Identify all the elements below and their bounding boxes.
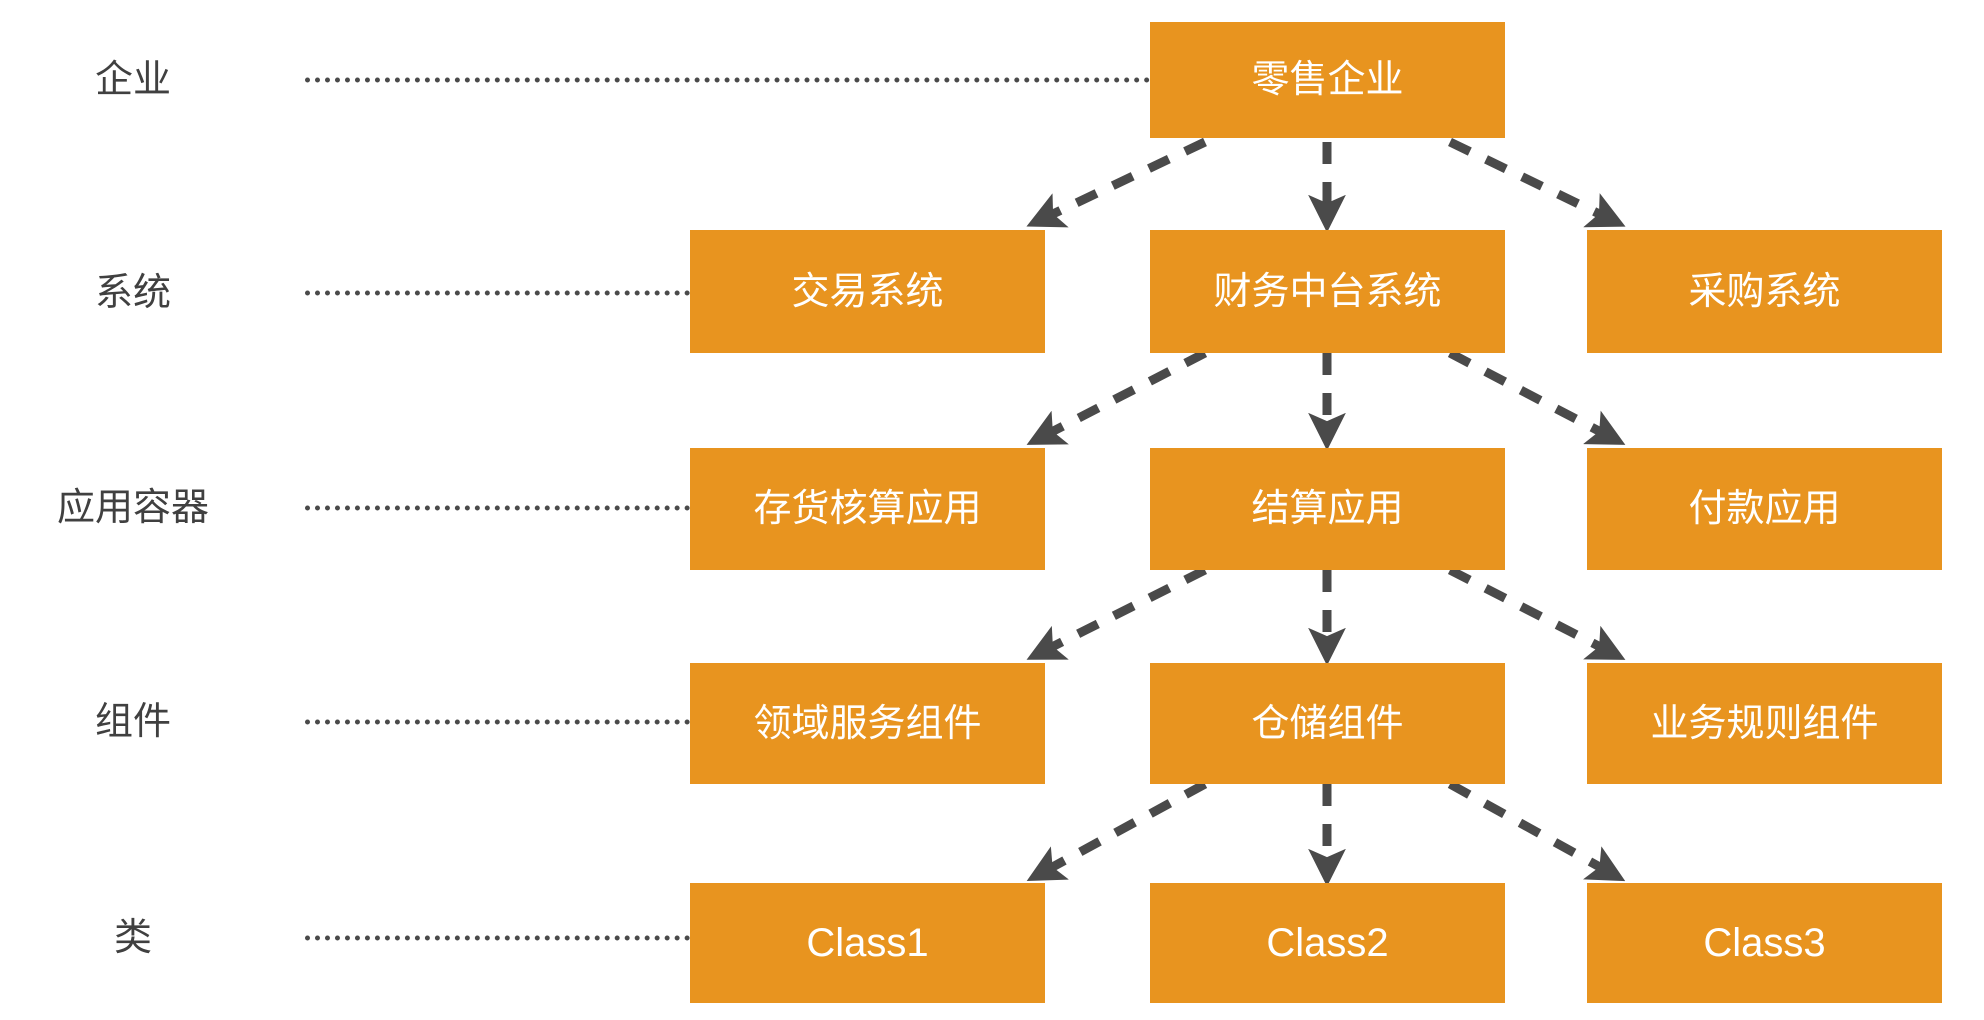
connector-retail-enterprise-to-transaction-system xyxy=(1026,137,1207,228)
node-class-2[interactable]: Class2 xyxy=(1150,883,1505,1003)
connector-settlement-app-to-domain-service-component xyxy=(1026,565,1208,660)
guide-line-system xyxy=(305,290,690,296)
node-label: 付款应用 xyxy=(1688,488,1841,530)
node-label: 交易系统 xyxy=(791,270,944,313)
row-label-application-container: 应用容器 xyxy=(56,487,210,529)
node-label: 采购系统 xyxy=(1688,270,1841,313)
row-label-class: 类 xyxy=(113,917,153,959)
row-label-system: 系统 xyxy=(94,272,172,314)
node-finance-midend-system[interactable]: 财务中台系统 xyxy=(1150,230,1505,353)
connector-finance-midend-system-to-inventory-accounting-app xyxy=(1026,348,1208,445)
node-label: Class3 xyxy=(1703,921,1826,965)
row-label-component: 组件 xyxy=(94,701,172,743)
node-repository-component[interactable]: 仓储组件 xyxy=(1150,663,1505,784)
node-settlement-app[interactable]: 结算应用 xyxy=(1150,448,1505,570)
node-label: 结算应用 xyxy=(1251,488,1404,530)
node-class-3[interactable]: Class3 xyxy=(1587,883,1942,1003)
node-label: 业务规则组件 xyxy=(1650,702,1879,745)
node-inventory-accounting-app[interactable]: 存货核算应用 xyxy=(690,448,1045,570)
node-retail-enterprise[interactable]: 零售企业 xyxy=(1150,22,1505,138)
node-payment-app[interactable]: 付款应用 xyxy=(1587,448,1942,570)
connector-finance-midend-system-to-payment-app xyxy=(1447,349,1626,445)
connector-retail-enterprise-to-procurement-system xyxy=(1448,137,1626,228)
node-procurement-system[interactable]: 采购系统 xyxy=(1587,230,1942,353)
connector-repository-component-to-class-1 xyxy=(1026,780,1208,882)
node-label: Class2 xyxy=(1266,921,1389,965)
node-label: 零售企业 xyxy=(1251,59,1404,101)
guide-line-class xyxy=(305,935,690,941)
node-label: 仓储组件 xyxy=(1251,702,1404,745)
node-label: 领域服务组件 xyxy=(753,702,982,745)
node-class-1[interactable]: Class1 xyxy=(690,883,1045,1003)
row-label-enterprise: 企业 xyxy=(94,59,172,101)
node-label: 存货核算应用 xyxy=(753,488,982,530)
node-label: 财务中台系统 xyxy=(1213,270,1442,313)
guide-line-enterprise xyxy=(305,77,1150,83)
guide-line-component xyxy=(305,719,690,725)
connector-repository-component-to-class-3 xyxy=(1447,780,1626,882)
connector-settlement-app-to-business-rule-component xyxy=(1447,565,1626,660)
node-business-rule-component[interactable]: 业务规则组件 xyxy=(1587,663,1942,784)
guide-line-application-container xyxy=(305,505,690,511)
node-transaction-system[interactable]: 交易系统 xyxy=(690,230,1045,353)
node-label: Class1 xyxy=(806,921,929,965)
node-domain-service-component[interactable]: 领域服务组件 xyxy=(690,663,1045,784)
